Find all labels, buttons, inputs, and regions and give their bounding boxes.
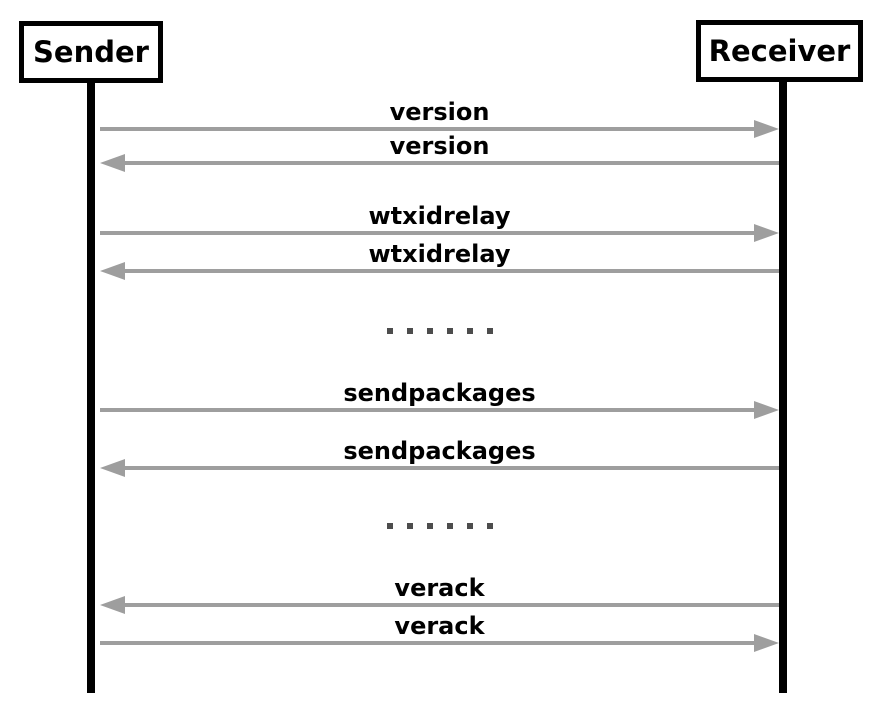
lifeline-receiver (779, 82, 787, 693)
message-label: verack (394, 612, 485, 640)
arrowhead-left-icon (100, 459, 125, 477)
ellipsis-dot (426, 328, 433, 334)
message-label: version (389, 132, 490, 160)
ellipsis-dot (406, 523, 413, 529)
message-label: wtxidrelay (368, 240, 511, 268)
ellipsis-dot (426, 523, 433, 529)
message-arrow-line (100, 231, 756, 235)
ellipsis-dot (406, 328, 413, 334)
message-label: sendpackages (343, 379, 536, 407)
message-arrow-line (100, 127, 756, 131)
arrowhead-right-icon (754, 120, 779, 138)
ellipsis-dot (486, 523, 493, 529)
ellipsis-dot (446, 523, 453, 529)
arrowhead-right-icon (754, 401, 779, 419)
ellipsis-dot (446, 328, 453, 334)
lifeline-sender (87, 82, 95, 693)
actor-label-sender: Sender (33, 35, 149, 69)
message-arrow-line (100, 641, 756, 645)
message-label: verack (394, 574, 485, 602)
message-arrow-line (123, 161, 779, 165)
ellipsis-row (100, 523, 779, 529)
message-arrow-line (100, 408, 756, 412)
arrowhead-right-icon (754, 224, 779, 242)
ellipsis-row (100, 328, 779, 334)
arrowhead-left-icon (100, 154, 125, 172)
actor-label-receiver: Receiver (708, 34, 851, 68)
arrowhead-left-icon (100, 262, 125, 280)
message-arrow-line (123, 466, 779, 470)
arrowhead-right-icon (754, 634, 779, 652)
ellipsis-dot (466, 523, 473, 529)
message-arrow-line (123, 269, 779, 273)
message-label: version (389, 98, 490, 126)
message-label: sendpackages (343, 437, 536, 465)
message-label: wtxidrelay (368, 202, 511, 230)
ellipsis-dot (486, 328, 493, 334)
arrowhead-left-icon (100, 596, 125, 614)
actor-box-sender: Sender (19, 21, 163, 83)
ellipsis-dot (386, 328, 393, 334)
ellipsis-dot (386, 523, 393, 529)
actor-box-receiver: Receiver (696, 20, 863, 82)
message-arrow-line (123, 603, 779, 607)
ellipsis-dot (466, 328, 473, 334)
